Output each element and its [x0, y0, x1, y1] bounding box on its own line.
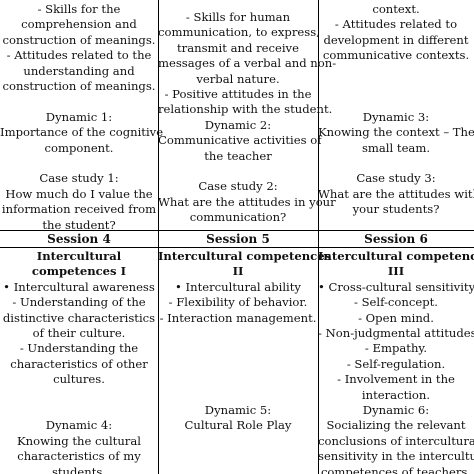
top-col1-line: comprehension and — [21, 17, 137, 32]
top-cell-col3: context. - Attitudes related to developm… — [318, 2, 474, 218]
top-cell-col1: - Skills for the comprehension and const… — [0, 2, 164, 233]
top-col1-line: component. — [44, 140, 114, 155]
top-col3-line: your students? — [352, 202, 440, 217]
bottom-col3-line: • Cross-cultural sensitivity — [318, 279, 474, 294]
bottom-col3-line: interaction. — [361, 387, 431, 402]
top-col1-line: Case study 1: — [39, 171, 119, 186]
bottom-col2-line: • Intercultural ability — [175, 279, 301, 294]
top-col3-gap — [318, 94, 474, 109]
bottom-col2-line: Cultural Role Play — [184, 418, 292, 433]
top-col2-line: communication? — [189, 210, 287, 225]
top-col3-gap — [318, 64, 474, 79]
top-cell-col2: - Skills for human communication, to exp… — [158, 10, 337, 226]
bottom-col3-line: conclusions of intercultural — [318, 433, 474, 448]
bottom-col1-line: - Understanding the — [19, 341, 139, 356]
bottom-col1-line: • Intercultural awareness — [3, 279, 155, 294]
top-col1-line: - Skills for the — [37, 2, 121, 16]
bottom-col2-line: - Flexibility of behavior. — [168, 295, 308, 310]
bottom-col1-line: - Understanding of the — [12, 295, 146, 310]
bottom-col3-line: sensitivity in the intercultural — [318, 449, 474, 464]
top-col1-line: the student? — [42, 217, 116, 232]
top-col2-line: the teacher — [204, 148, 272, 163]
session-4-header: Session 4 — [47, 232, 111, 246]
bottom-col1-line: of their culture. — [32, 326, 126, 341]
top-col2-line: Communicative activities of — [158, 133, 322, 148]
top-col3-gap — [318, 156, 474, 171]
bottom-col2-gap — [158, 341, 318, 356]
competence-title-line: III — [387, 264, 405, 279]
competence-title-line: Intercultural competences — [158, 249, 332, 263]
bottom-cell-col3: Intercultural competences III • Cross-cu… — [318, 249, 474, 474]
bottom-col1-line: distinctive characteristics — [2, 310, 156, 325]
top-col3-line: Case study 3: — [356, 171, 436, 186]
top-col3-line: small team. — [361, 140, 431, 155]
top-col3-line: - Attitudes related to — [334, 17, 458, 32]
bottom-col2-gap — [158, 372, 318, 387]
bottom-col3-line: Socializing the relevant — [326, 418, 466, 433]
bottom-col1-line: cultures. — [53, 372, 105, 387]
bottom-col1-line: Dynamic 4: — [45, 418, 113, 433]
top-col3-line: What are the attitudes with — [318, 186, 474, 201]
top-col2-line: - Positive attitudes in the — [164, 87, 312, 102]
bottom-col1-line: characteristics of my — [17, 449, 141, 464]
top-col1-gap — [0, 156, 158, 171]
top-col1-line: construction of meanings. — [2, 32, 156, 47]
session-5-header: Session 5 — [206, 232, 270, 246]
top-col2-line: - Skills for human — [185, 10, 291, 24]
competence-title-line: competences I — [31, 264, 127, 279]
bottom-col2-line: Dynamic 5: — [204, 402, 272, 417]
competence-title-line: Intercultural competences — [318, 249, 474, 263]
column-divider-left — [158, 0, 159, 474]
top-col3-line: communicative contexts. — [322, 48, 470, 63]
bottom-col2-gap — [158, 326, 318, 341]
top-col2-line: verbal nature. — [196, 71, 280, 86]
top-col3-line: context. — [372, 2, 420, 16]
competence-title-line: II — [232, 264, 244, 279]
bottom-col1-gap — [0, 403, 158, 418]
table-rule-header — [0, 247, 474, 248]
top-col1-line: - Attitudes related to the — [6, 48, 152, 63]
bottom-col3-line: - Self-concept. — [354, 295, 438, 310]
top-col3-line: Dynamic 3: — [362, 109, 430, 124]
top-col3-line: Knowing the context – The — [318, 125, 474, 140]
session-6-header: Session 6 — [364, 232, 428, 246]
column-divider-right — [318, 0, 319, 474]
table-rule-top — [0, 230, 474, 231]
top-col2-line: relationship with the student. — [158, 102, 333, 117]
bottom-col3-line: competences of teachers. — [320, 464, 472, 474]
top-col3-gap — [318, 79, 474, 94]
bottom-col1-line: Knowing the cultural — [17, 433, 141, 448]
top-col2-gap — [158, 164, 318, 179]
bottom-col3-line: - Involvement in the — [337, 372, 455, 387]
top-col2-line: communication, to express, — [158, 25, 320, 40]
top-col2-line: Case study 2: — [198, 179, 278, 194]
top-col1-line: construction of meanings. — [2, 79, 156, 94]
top-col1-line: Dynamic 1: — [45, 109, 113, 124]
top-col2-line: messages of a verbal and non- — [158, 56, 337, 71]
bottom-col3-line: Dynamic 6: — [362, 403, 430, 418]
top-col1-line: How much do I value the — [5, 186, 153, 201]
top-col1-line: understanding and — [23, 63, 135, 78]
top-col3-line: development in different — [323, 32, 469, 47]
top-col1-line: information received from — [1, 202, 157, 217]
top-col2-line: What are the attitudes in your — [158, 194, 336, 209]
bottom-col1-gap — [0, 388, 158, 403]
top-col1-line: Importance of the cognitive — [0, 125, 164, 140]
competence-title-line: Intercultural — [36, 249, 122, 263]
bottom-col2-gap — [158, 357, 318, 372]
bottom-col3-line: - Non-judgmental attitudes. — [318, 326, 474, 341]
top-col2-line: transmit and receive — [177, 40, 299, 55]
bottom-cell-col1: Intercultural competences I • Intercultu… — [0, 249, 158, 474]
bottom-col3-line: - Open mind. — [358, 310, 434, 325]
top-col2-line: Dynamic 2: — [204, 117, 272, 132]
bottom-col2-line: - Interaction management. — [159, 310, 317, 325]
top-col1-gap — [0, 94, 158, 109]
bottom-col2-gap — [158, 388, 318, 403]
bottom-col3-line: - Empathy. — [364, 341, 428, 356]
bottom-cell-col2: Intercultural competences II • Intercult… — [158, 249, 332, 434]
bottom-col1-line: students. — [51, 464, 107, 474]
bottom-col1-line: characteristics of other — [10, 356, 148, 371]
bottom-col3-line: - Self-regulation. — [346, 356, 446, 371]
